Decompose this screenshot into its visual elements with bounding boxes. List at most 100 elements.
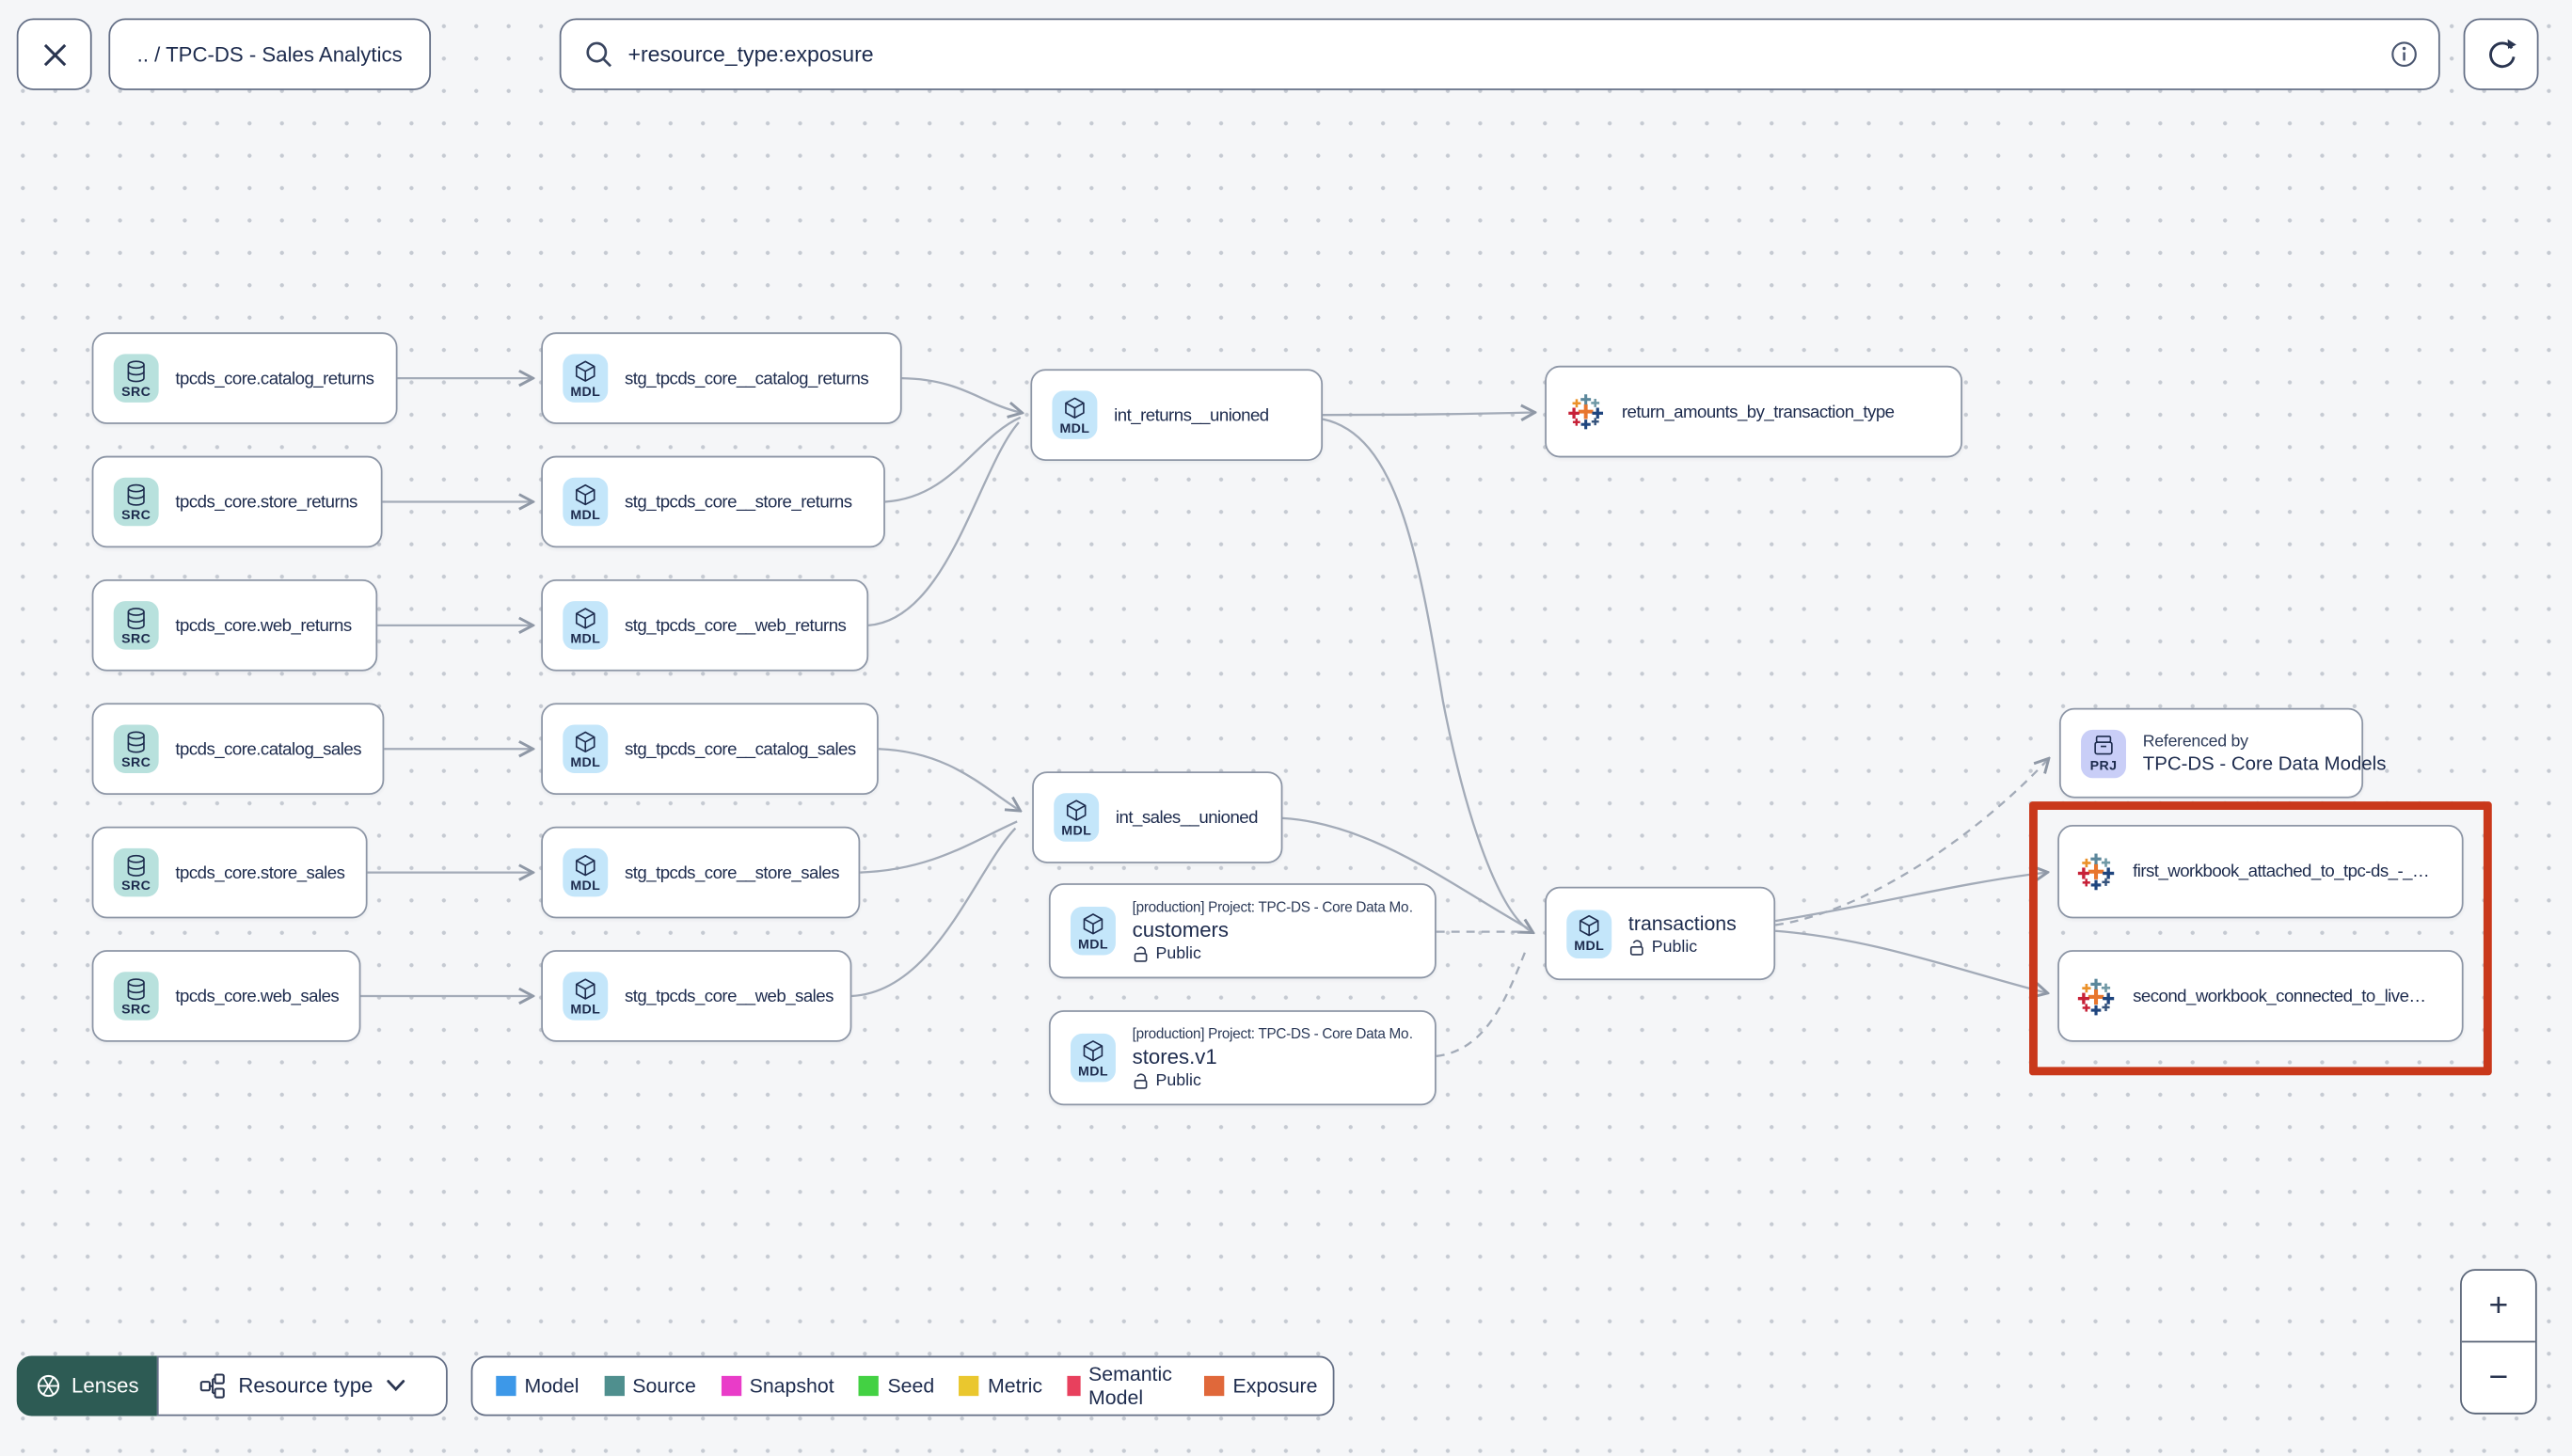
close-icon [42, 42, 66, 66]
node-exposure-second-workbook[interactable]: second_workbook_connected_to_live… [2057, 950, 2464, 1042]
source-badge: SRC [113, 601, 159, 650]
edge [878, 748, 1019, 810]
database-icon [123, 729, 149, 754]
resource-type-dropdown[interactable]: Resource type [156, 1355, 448, 1416]
source-badge: SRC [113, 477, 159, 527]
legend-swatch [859, 1375, 880, 1397]
node-stg-catalog-returns[interactable]: MDL stg_tpcds_core__catalog_returns [541, 332, 902, 424]
edge [901, 376, 1021, 412]
access-label: Public [1651, 937, 1698, 957]
tableau-icon [2076, 851, 2117, 892]
database-icon [123, 852, 149, 878]
edge [1775, 929, 2046, 993]
cube-icon [573, 606, 598, 631]
source-badge: SRC [113, 847, 159, 897]
node-stg-catalog-sales[interactable]: MDL stg_tpcds_core__catalog_sales [541, 703, 879, 796]
node-stores-v1[interactable]: MDL [production] Project: TPC-DS - Core … [1048, 1010, 1437, 1106]
info-icon[interactable] [2389, 40, 2418, 69]
node-label: int_returns__unioned [1114, 404, 1269, 425]
cube-icon [573, 482, 598, 507]
database-icon [123, 358, 149, 384]
close-button[interactable] [16, 18, 92, 90]
node-exposure-return-amounts[interactable]: return_amounts_by_transaction_type [1545, 365, 1963, 458]
node-source-store-sales[interactable]: SRC tpcds_core.store_sales [91, 826, 368, 919]
project-line: [production] Project: TPC-DS - Core Data… [1132, 898, 1415, 915]
node-stg-web-returns[interactable]: MDL stg_tpcds_core__web_returns [541, 579, 869, 672]
node-label: tpcds_core.catalog_sales [175, 738, 361, 759]
legend-swatch [721, 1375, 741, 1397]
model-badge: MDL [563, 601, 609, 650]
model-badge: MDL [563, 724, 609, 773]
zoom-in-button[interactable]: + [2461, 1271, 2535, 1343]
node-label: stg_tpcds_core__web_returns [624, 615, 847, 636]
referenced-by-label: Referenced by [2142, 732, 2248, 752]
node-customers[interactable]: MDL [production] Project: TPC-DS - Core … [1048, 883, 1437, 979]
database-icon [123, 606, 149, 631]
node-source-web-returns[interactable]: SRC tpcds_core.web_returns [91, 579, 378, 672]
model-badge: MDL [563, 972, 609, 1021]
node-source-store-returns[interactable]: SRC tpcds_core.store_returns [91, 455, 383, 548]
node-label: second_workbook_connected_to_live… [2133, 986, 2426, 1006]
cube-icon [1081, 1037, 1106, 1063]
source-badge: SRC [113, 724, 159, 773]
cube-icon [1577, 913, 1602, 939]
breadcrumb-label: .. / TPC-DS - Sales Analytics [136, 42, 403, 67]
node-label: tpcds_core.web_sales [175, 986, 340, 1006]
edge [860, 820, 1018, 874]
resource-type-icon [198, 1372, 225, 1399]
node-label: return_amounts_by_transaction_type [1621, 401, 1895, 422]
unlock-icon [1628, 938, 1645, 957]
node-label: stg_tpcds_core__catalog_sales [624, 738, 856, 759]
tableau-icon [1566, 392, 1605, 431]
node-label: int_sales__unioned [1115, 807, 1259, 828]
resource-type-label: Resource type [238, 1374, 373, 1398]
node-stg-store-returns[interactable]: MDL stg_tpcds_core__store_returns [541, 455, 885, 548]
project-line: [production] Project: TPC-DS - Core Data… [1132, 1025, 1415, 1042]
legend-swatch [604, 1375, 625, 1397]
aperture-icon [35, 1372, 61, 1399]
zoom-controls: + − [2460, 1269, 2537, 1415]
node-transactions[interactable]: MDL transactions Public [1545, 886, 1776, 981]
source-badge: SRC [113, 354, 159, 403]
legend-swatch [496, 1375, 516, 1397]
node-label: stg_tpcds_core__store_sales [624, 862, 840, 883]
node-stg-web-sales[interactable]: MDL stg_tpcds_core__web_sales [541, 950, 852, 1042]
lenses-label: Lenses [71, 1374, 139, 1398]
node-source-web-sales[interactable]: SRC tpcds_core.web_sales [91, 950, 361, 1042]
node-referenced-by-project[interactable]: PRJ Referenced by TPC-DS - Core Data Mod… [2058, 707, 2387, 799]
project-badge: PRJ [2081, 728, 2126, 778]
node-exposure-first-workbook[interactable]: first_workbook_attached_to_tpc-ds_-_… [2057, 825, 2464, 919]
unlock-icon [1133, 945, 1150, 964]
search-input[interactable] [627, 41, 2375, 68]
breadcrumb[interactable]: .. / TPC-DS - Sales Analytics [108, 18, 432, 90]
node-label: tpcds_core.web_returns [175, 615, 352, 636]
edge [1436, 947, 1528, 1058]
lenses-button[interactable]: Lenses [16, 1355, 157, 1416]
node-int-returns-unioned[interactable]: MDL int_returns__unioned [1030, 369, 1324, 461]
tableau-icon [2076, 976, 2117, 1017]
legend-item-exposure: Exposure [1204, 1374, 1318, 1398]
node-int-sales-unioned[interactable]: MDL int_sales__unioned [1032, 771, 1283, 863]
node-label: stg_tpcds_core__catalog_returns [624, 368, 869, 388]
model-badge: MDL [1566, 909, 1612, 958]
node-source-catalog-sales[interactable]: SRC tpcds_core.catalog_sales [91, 703, 385, 796]
highlight-box [2029, 801, 2492, 1076]
legend-item-semantic-model: Semantic Model [1067, 1363, 1180, 1409]
model-badge: MDL [563, 847, 609, 897]
zoom-out-button[interactable]: − [2488, 1358, 2509, 1396]
legend-swatch [1204, 1375, 1225, 1397]
node-source-catalog-returns[interactable]: SRC tpcds_core.catalog_returns [91, 332, 398, 424]
node-label: stg_tpcds_core__web_sales [624, 986, 834, 1006]
cube-icon [1062, 395, 1088, 420]
model-badge: MDL [1070, 906, 1116, 956]
legend-item-snapshot: Snapshot [721, 1374, 834, 1398]
search-bar[interactable] [559, 18, 2440, 90]
database-icon [123, 482, 149, 507]
refresh-icon [2489, 39, 2516, 69]
legend-item-seed: Seed [859, 1374, 934, 1398]
refresh-button[interactable] [2463, 18, 2539, 90]
node-label: transactions [1627, 910, 1737, 935]
node-stg-store-sales[interactable]: MDL stg_tpcds_core__store_sales [541, 826, 861, 919]
node-label: TPC-DS - Core Data Models [2142, 753, 2387, 774]
